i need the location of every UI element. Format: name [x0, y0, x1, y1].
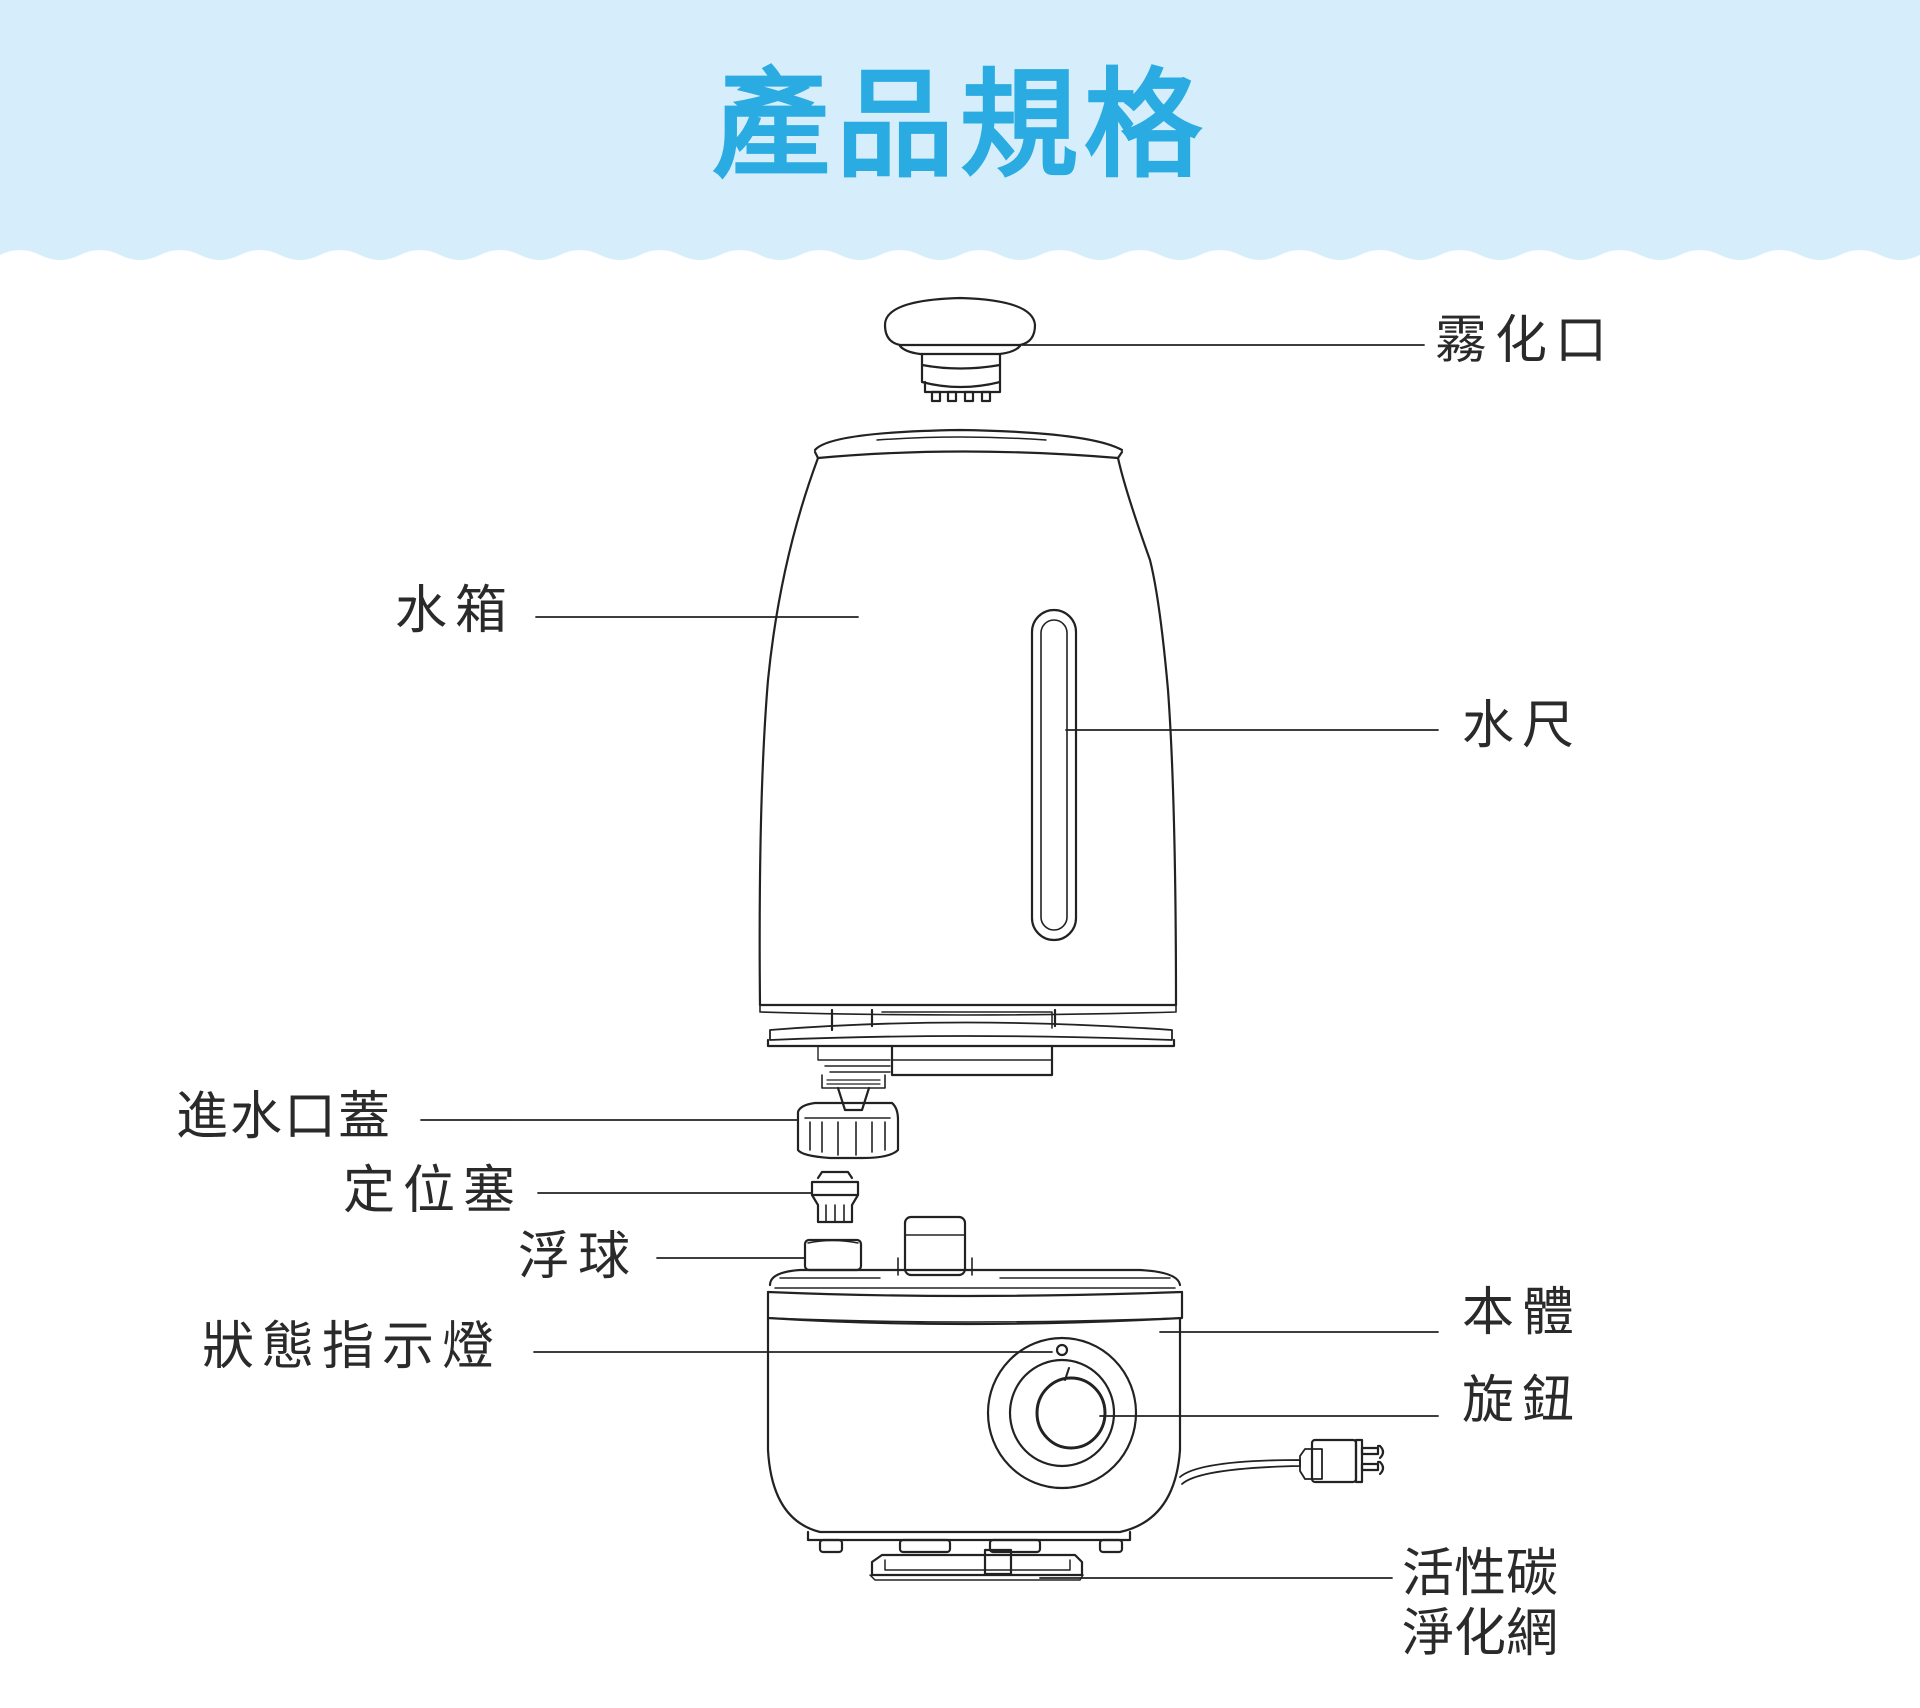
- leader-lines: [420, 344, 1439, 1579]
- carbon-filter-part: [869, 1548, 1084, 1581]
- label-water-gauge: 水尺: [1462, 696, 1583, 756]
- label-main-body: 本體: [1462, 1283, 1583, 1343]
- mist-outlet-part: [883, 296, 1037, 403]
- float-ball-part: [803, 1238, 863, 1272]
- water-tank-part: [758, 428, 1178, 1077]
- label-status-light: 狀態指示燈: [202, 1317, 503, 1377]
- label-inlet-cap: 進水口蓋: [176, 1087, 393, 1147]
- power-cord-part: [1179, 1438, 1385, 1485]
- label-carbon-filter-line1: 活性碳: [1402, 1544, 1559, 1604]
- label-mist-outlet: 霧化口: [1435, 311, 1616, 371]
- label-float-ball: 浮球: [518, 1227, 639, 1287]
- wave-background: [0, 0, 1920, 260]
- locating-plug-part: [810, 1170, 860, 1224]
- label-locating-plug: 定位塞: [343, 1161, 524, 1221]
- status-light-part: [1055, 1343, 1069, 1357]
- page-title: 產品規格: [711, 56, 1208, 194]
- label-knob: 旋鈕: [1462, 1371, 1583, 1431]
- label-carbon-filter-line2: 淨化網: [1402, 1604, 1559, 1664]
- label-water-tank: 水箱: [395, 581, 516, 641]
- header-wave-band: [0, 0, 1920, 260]
- inlet-cap-part: [796, 1074, 900, 1160]
- knob-part: [986, 1336, 1138, 1490]
- main-body-part: [766, 1215, 1184, 1554]
